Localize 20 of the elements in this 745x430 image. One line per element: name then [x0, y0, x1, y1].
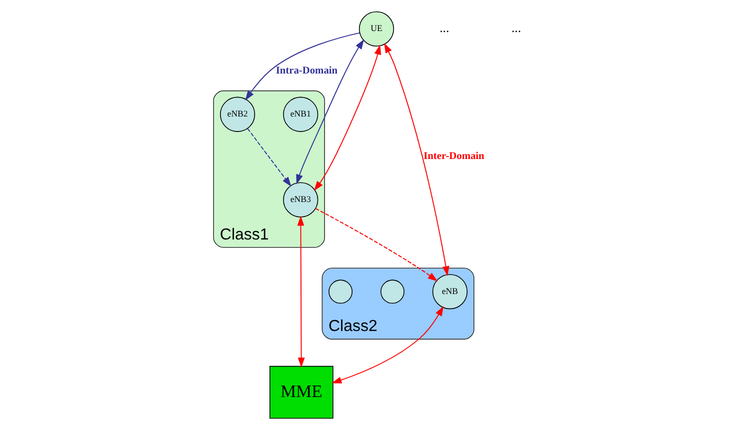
node-box: MME [269, 366, 334, 419]
arrow [315, 208, 438, 282]
edge-label: Intra-Domain [276, 66, 338, 77]
node-circle: UE [358, 11, 394, 46]
label: ... [440, 20, 450, 35]
node-circle: eNB1 [283, 96, 318, 132]
label: ... [511, 20, 522, 35]
node-circle [380, 280, 404, 304]
arrow [247, 128, 292, 187]
arrow [332, 306, 444, 384]
arrow [314, 44, 382, 191]
node-circle: eNB2 [220, 96, 256, 132]
node-circle: eNB [432, 274, 468, 310]
arrow [296, 39, 364, 184]
node-circle [328, 280, 353, 304]
arrow [384, 42, 450, 276]
arrow [297, 216, 305, 368]
node-circle: eNB3 [283, 182, 318, 218]
arrow [245, 32, 360, 101]
edge-label: Inter-Domain [424, 151, 484, 162]
